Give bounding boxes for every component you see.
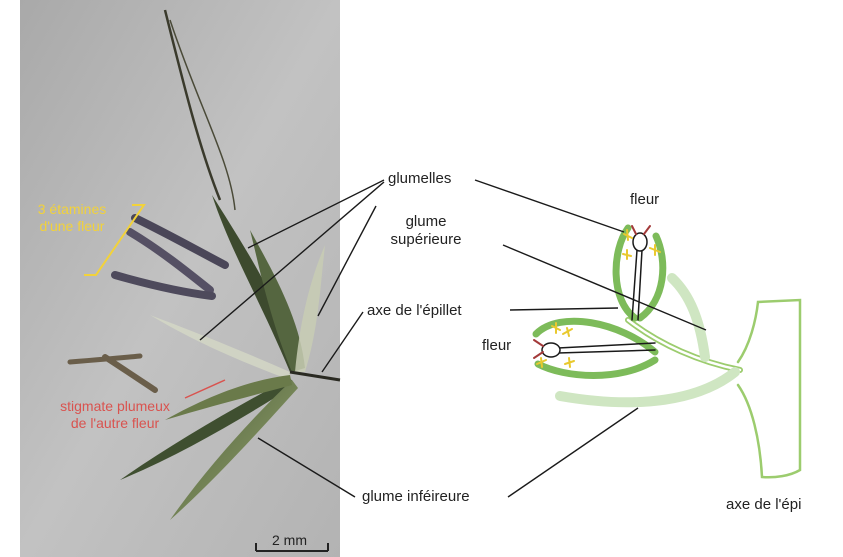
photo-background [20,0,340,557]
leader-glume-inf-schema [508,408,638,497]
glumelle-shape [616,228,635,318]
filament [632,250,642,320]
stigma-label: stigmate plumeux de l'autre fleur [20,398,210,432]
stamens-label: 3 étamines d'une fleur [20,201,124,235]
glumelle-shape [538,360,655,376]
label-axe-epillet: axe de l'épillet [367,302,462,320]
ovary [633,233,647,251]
rachis [738,300,800,477]
label-glumelles: glumelles [388,170,451,188]
leader-glumelles-schema [475,180,624,232]
spikelet-schematic [534,226,800,477]
label-fleur-top: fleur [630,191,659,209]
ovary [542,343,560,357]
leader-axe-epillet-schema [510,308,618,310]
photo-panel [20,0,340,557]
label-glume-superieure: glume supérieure [376,213,476,249]
label-fleur-left: fleur [482,337,511,355]
scale-bar-label: 2 mm [272,532,307,548]
filament [558,343,655,353]
label-glume-inferieure: glume inféireure [362,488,470,506]
label-axe-epi: axe de l'épi [726,496,801,514]
